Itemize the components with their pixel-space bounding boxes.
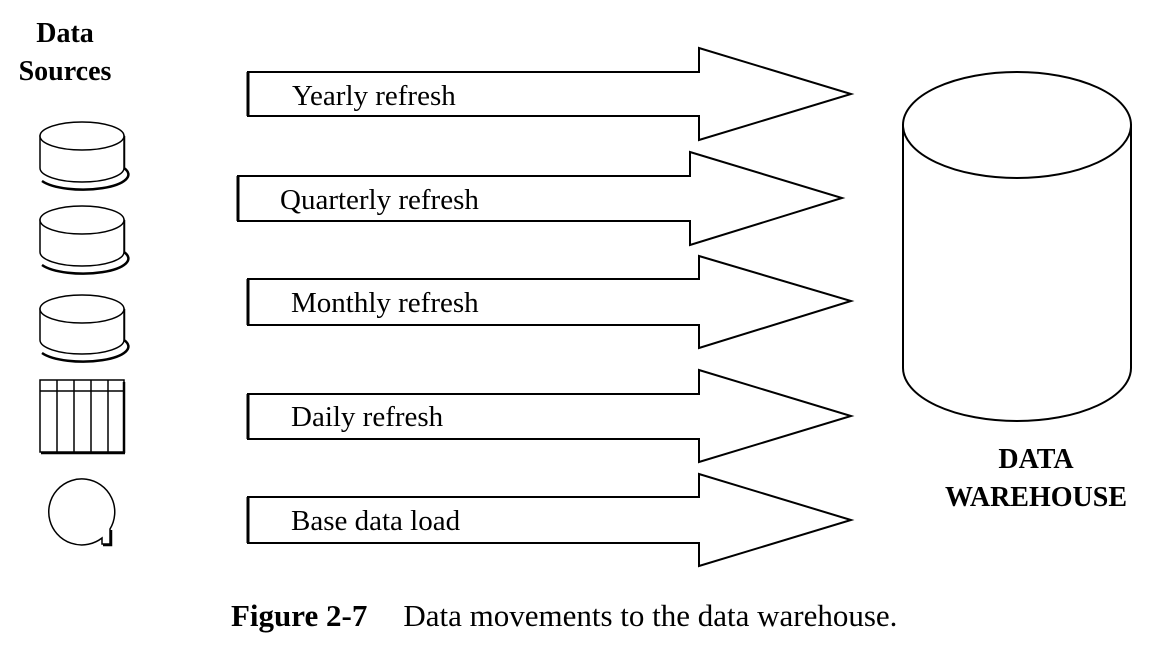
refresh-arrow: Yearly refresh xyxy=(246,46,855,142)
source-tape-icon xyxy=(48,478,116,547)
arrow-label: Daily refresh xyxy=(291,401,444,433)
figure-caption-text: Data movements to the data warehouse. xyxy=(403,598,897,633)
source-database-icon xyxy=(39,294,130,363)
refresh-arrow: Base data load xyxy=(246,472,855,568)
warehouse-label-line2: WAREHOUSE xyxy=(945,482,1127,513)
source-file-grid-icon xyxy=(39,379,126,455)
arrow-label: Quarterly refresh xyxy=(280,184,479,216)
refresh-arrow: Monthly refresh xyxy=(246,254,855,350)
source-database-icon xyxy=(39,121,130,191)
data-warehouse-cylinder-icon xyxy=(902,71,1132,422)
arrow-label: Monthly refresh xyxy=(291,287,479,319)
refresh-arrow: Quarterly refresh xyxy=(236,150,846,247)
arrow-label: Base data load xyxy=(291,505,461,537)
source-database-icon xyxy=(39,205,130,275)
figure-number: Figure 2-7 xyxy=(231,598,367,633)
refresh-arrow: Daily refresh xyxy=(246,368,855,464)
warehouse-label-line1: DATA xyxy=(998,444,1074,475)
figure-caption: Figure 2-7 Data movements to the data wa… xyxy=(231,598,897,633)
sources-title-line1: Data xyxy=(36,18,94,49)
sources-title-line2: Sources xyxy=(19,56,112,87)
arrow-label: Yearly refresh xyxy=(292,80,456,112)
